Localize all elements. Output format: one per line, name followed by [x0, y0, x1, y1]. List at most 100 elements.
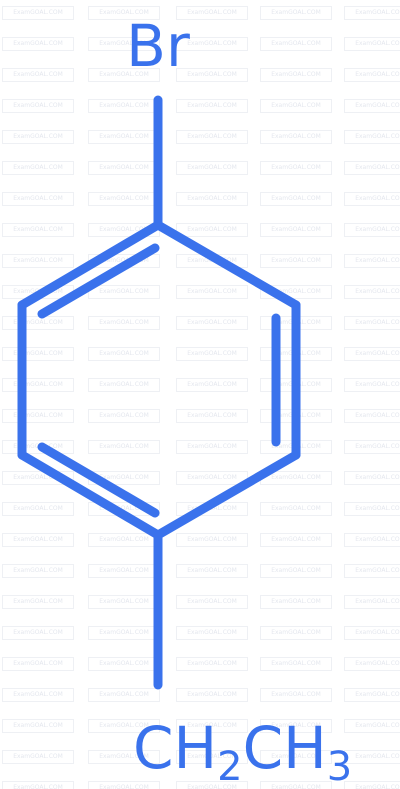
watermark-tile: ExamGOAL.COM [176, 223, 248, 237]
watermark-tile: ExamGOAL.COM [344, 6, 400, 20]
watermark-tile: ExamGOAL.COM [344, 595, 400, 609]
watermark-tile: ExamGOAL.COM [88, 688, 160, 702]
watermark-tile: ExamGOAL.COM [260, 223, 332, 237]
ethyl-part-ch: CH [133, 714, 217, 782]
watermark-tile: ExamGOAL.COM [344, 68, 400, 82]
watermark-tile: ExamGOAL.COM [2, 533, 74, 547]
watermark-tile: ExamGOAL.COM [2, 254, 74, 268]
bond-c3-c4 [17, 450, 163, 540]
watermark-tile: ExamGOAL.COM [260, 781, 332, 789]
watermark-tile: ExamGOAL.COM [88, 68, 160, 82]
watermark-tile: ExamGOAL.COM [2, 409, 74, 423]
watermark-tile: ExamGOAL.COM [2, 626, 74, 640]
watermark-tile: ExamGOAL.COM [2, 378, 74, 392]
watermark-tile: ExamGOAL.COM [260, 99, 332, 113]
watermark-tile: ExamGOAL.COM [176, 657, 248, 671]
watermark-tile: ExamGOAL.COM [2, 161, 74, 175]
watermark-tile: ExamGOAL.COM [88, 6, 160, 20]
watermark-tile: ExamGOAL.COM [88, 409, 160, 423]
watermark-tile: ExamGOAL.COM [2, 750, 74, 764]
watermark-tile: ExamGOAL.COM [2, 316, 74, 330]
watermark-tile: ExamGOAL.COM [260, 564, 332, 578]
watermark-tile: ExamGOAL.COM [88, 378, 160, 392]
watermark-tile: ExamGOAL.COM [88, 440, 160, 454]
watermark-tile: ExamGOAL.COM [176, 347, 248, 361]
watermark-tile: ExamGOAL.COM [2, 657, 74, 671]
watermark-tile: ExamGOAL.COM [176, 378, 248, 392]
watermark-tile: ExamGOAL.COM [344, 254, 400, 268]
watermark-tile: ExamGOAL.COM [2, 130, 74, 144]
bromine-label: Br [126, 12, 190, 80]
watermark-tile: ExamGOAL.COM [2, 37, 74, 51]
watermark-tile: ExamGOAL.COM [2, 564, 74, 578]
ethyl-subscript-2: 2 [217, 744, 242, 789]
watermark-tile: ExamGOAL.COM [176, 781, 248, 789]
watermark-tile: ExamGOAL.COM [176, 533, 248, 547]
watermark-tile: ExamGOAL.COM [260, 533, 332, 547]
watermark-tile: ExamGOAL.COM [344, 688, 400, 702]
watermark-tile: ExamGOAL.COM [344, 564, 400, 578]
watermark-tile: ExamGOAL.COM [344, 223, 400, 237]
watermark-tile: ExamGOAL.COM [176, 285, 248, 299]
watermark-tile: ExamGOAL.COM [176, 564, 248, 578]
watermark-tile: ExamGOAL.COM [2, 781, 74, 789]
watermark-tile: ExamGOAL.COM [2, 6, 74, 20]
watermark-tile: ExamGOAL.COM [260, 285, 332, 299]
watermark-tile: ExamGOAL.COM [88, 750, 160, 764]
watermark-tile: ExamGOAL.COM [176, 595, 248, 609]
watermark-tile: ExamGOAL.COM [260, 130, 332, 144]
bond-c4-c5 [153, 450, 301, 540]
watermark-tile: ExamGOAL.COM [2, 595, 74, 609]
watermark-tile: ExamGOAL.COM [176, 719, 248, 733]
watermark-tile: ExamGOAL.COM [176, 37, 248, 51]
watermark-tile: ExamGOAL.COM [344, 471, 400, 485]
watermark-tile: ExamGOAL.COM [344, 440, 400, 454]
watermark-tile: ExamGOAL.COM [88, 719, 160, 733]
watermark-tile: ExamGOAL.COM [2, 99, 74, 113]
watermark-tile: ExamGOAL.COM [88, 37, 160, 51]
watermark-tile: ExamGOAL.COM [344, 192, 400, 206]
bond-c1-c2 [17, 220, 163, 310]
watermark-tile: ExamGOAL.COM [260, 750, 332, 764]
watermark-tile: ExamGOAL.COM [176, 6, 248, 20]
watermark-tile: ExamGOAL.COM [176, 409, 248, 423]
watermark-tile: ExamGOAL.COM [176, 688, 248, 702]
watermark-tile: ExamGOAL.COM [176, 68, 248, 82]
watermark-tile: ExamGOAL.COM [344, 161, 400, 175]
watermark-tile: ExamGOAL.COM [344, 719, 400, 733]
watermark-tile: ExamGOAL.COM [344, 285, 400, 299]
watermark-tile: ExamGOAL.COM [344, 409, 400, 423]
watermark-tile: ExamGOAL.COM [260, 68, 332, 82]
watermark-tile: ExamGOAL.COM [344, 533, 400, 547]
double-bond-inner-left-top [37, 243, 160, 319]
watermark-tile: ExamGOAL.COM [2, 688, 74, 702]
watermark-tile: ExamGOAL.COM [344, 781, 400, 789]
watermark-tile: ExamGOAL.COM [260, 161, 332, 175]
watermark-tile: ExamGOAL.COM [260, 657, 332, 671]
watermark-tile: ExamGOAL.COM [344, 37, 400, 51]
watermark-tile: ExamGOAL.COM [260, 37, 332, 51]
watermark-tile: ExamGOAL.COM [176, 192, 248, 206]
watermark-tile: ExamGOAL.COM [344, 347, 400, 361]
watermark-tile: ExamGOAL.COM [260, 502, 332, 516]
watermark-tile: ExamGOAL.COM [2, 223, 74, 237]
watermark-tile: ExamGOAL.COM [176, 750, 248, 764]
watermark-tile: ExamGOAL.COM [260, 688, 332, 702]
double-bond-inner-left-bottom [37, 442, 160, 518]
watermark-tile: ExamGOAL.COM [176, 316, 248, 330]
watermark-tile: ExamGOAL.COM [344, 99, 400, 113]
watermark-tile: ExamGOAL.COM [2, 192, 74, 206]
watermark-tile: ExamGOAL.COM [88, 316, 160, 330]
watermark-tile: ExamGOAL.COM [260, 6, 332, 20]
watermark-tile: ExamGOAL.COM [2, 68, 74, 82]
bond-c6-c1 [153, 220, 301, 310]
watermark-tile: ExamGOAL.COM [2, 347, 74, 361]
watermark-tile: ExamGOAL.COM [2, 471, 74, 485]
watermark-tile: ExamGOAL.COM [176, 440, 248, 454]
watermark-tile: ExamGOAL.COM [176, 99, 248, 113]
benzene-ring [17, 95, 301, 690]
watermark-tile: ExamGOAL.COM [260, 719, 332, 733]
